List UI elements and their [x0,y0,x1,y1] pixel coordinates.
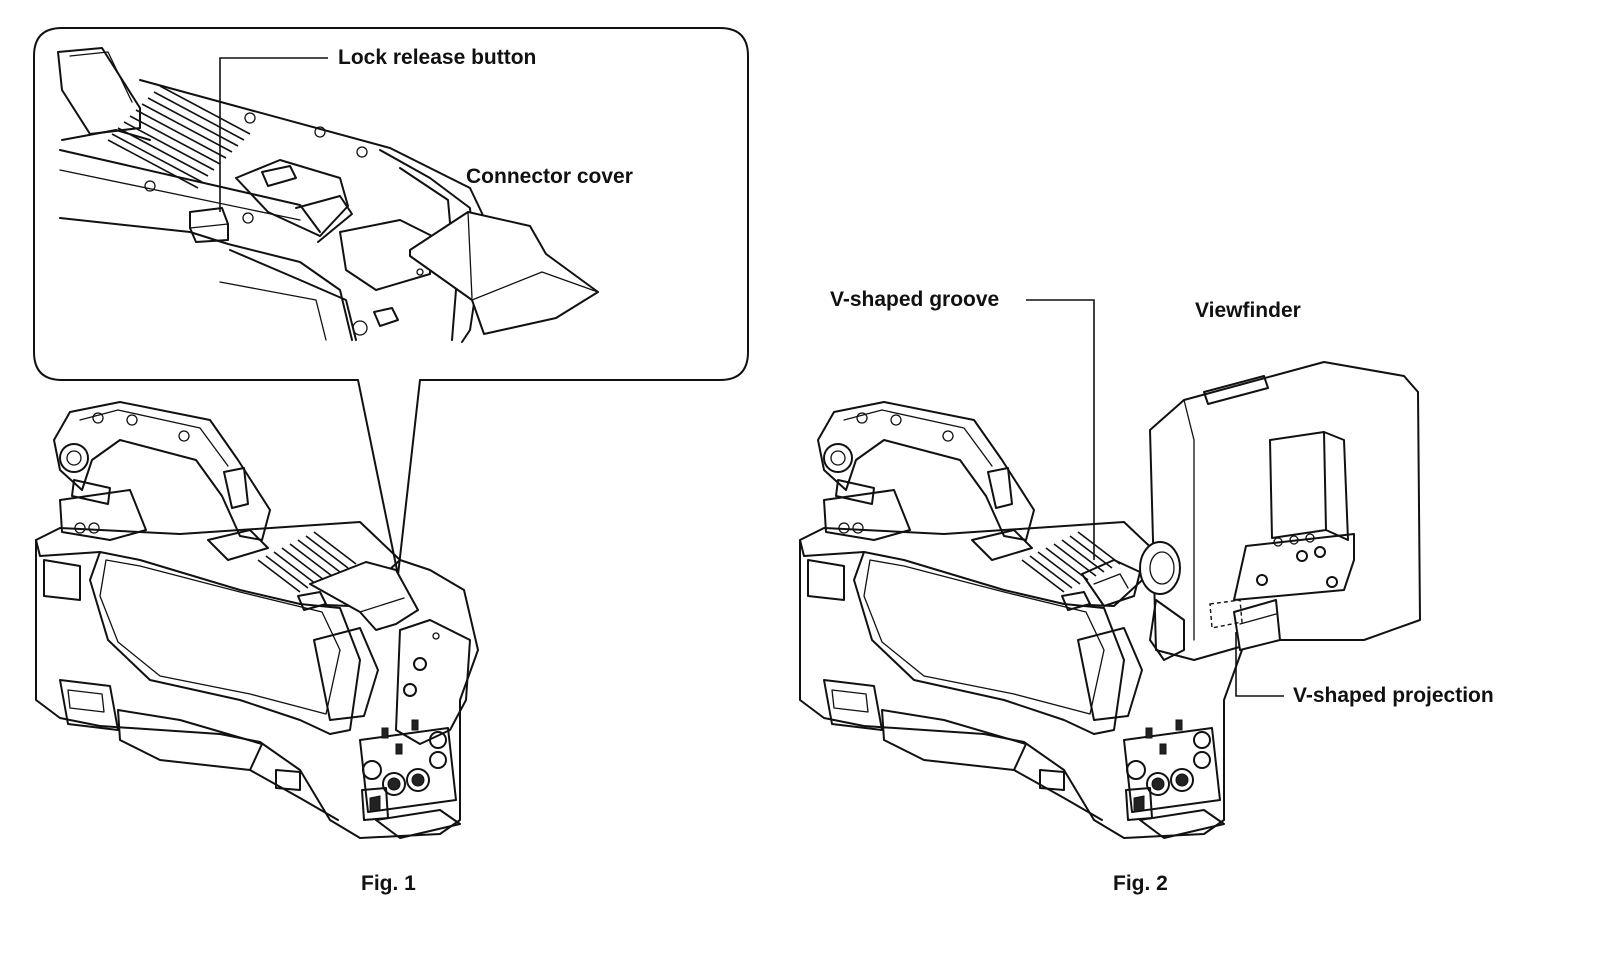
lock-release-button-label: Lock release button [338,46,537,69]
camera-body-fig2 [799,401,1243,839]
top-vents [257,531,357,593]
viewfinder-label: Viewfinder [1195,299,1301,322]
connector-cover-shape [409,211,599,335]
viewfinder-shape [1139,361,1421,661]
figure-1-caption: Fig. 1 [361,872,416,895]
detail-zoomed-view [57,47,599,343]
v-shaped-groove-label: V-shaped groove [830,288,1000,311]
figure-2-caption: Fig. 2 [1113,872,1168,895]
connector-cover-label: Connector cover [466,165,633,188]
v-groove-leader [1026,299,1095,560]
v-shaped-projection-label: V-shaped projection [1293,684,1494,707]
detail-callout-box [33,27,749,576]
camera-body-fig1 [35,401,479,839]
figure-2-drawing [799,299,1421,839]
v-projection-leader [1235,632,1284,697]
lock-release-leader [219,57,328,212]
figure-1-drawing [33,27,749,839]
vent-slots [107,85,251,189]
lock-release-button-shape [189,207,229,243]
